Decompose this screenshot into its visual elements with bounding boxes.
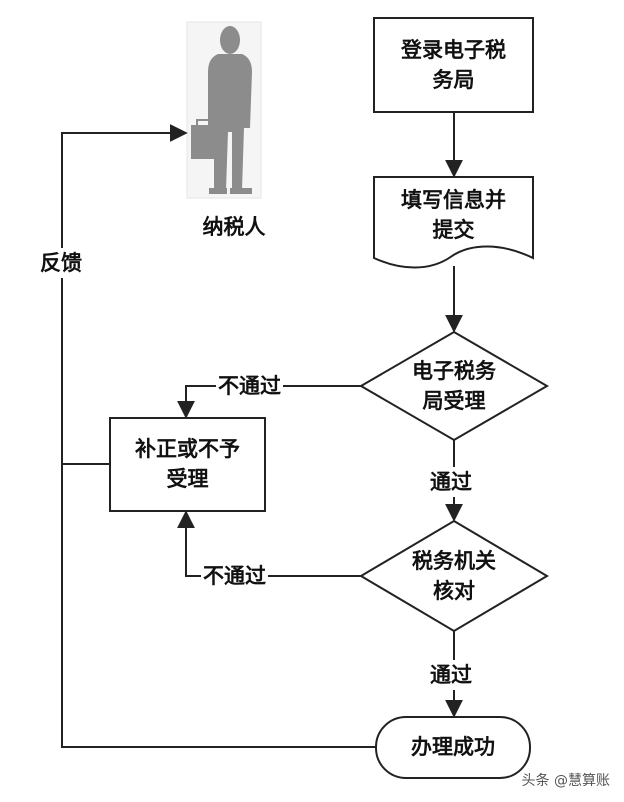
node-accept-line2: 局受理	[422, 389, 486, 413]
node-login-label: 登录电子税 务局	[374, 35, 533, 95]
node-accept-label: 电子税务 局受理	[374, 356, 534, 416]
edge-accept-reject	[177, 385, 361, 419]
edge-label-reject-verify: 不通过	[201, 561, 268, 591]
node-correct-line2: 受理	[166, 467, 209, 491]
node-verify-line1: 税务机关	[412, 549, 496, 573]
node-fill-shape	[373, 176, 534, 269]
node-login-line2: 务局	[432, 68, 475, 92]
edge-label-pass-accept: 通过	[428, 467, 474, 497]
node-success-label: 办理成功	[411, 735, 495, 759]
node-verify-label: 税务机关 核对	[374, 546, 534, 606]
taxpayer-label: 纳税人	[202, 215, 266, 239]
taxpayer-businessman-icon	[186, 21, 262, 199]
edge-verify-reject	[177, 510, 361, 577]
edge-label-feedback: 反馈	[38, 248, 84, 278]
node-correct-label: 补正或不予 受理	[110, 434, 265, 494]
edge-label-pass-verify: 通过	[428, 660, 474, 690]
edge-feedback-loop	[61, 124, 376, 748]
watermark: 头条 @慧算账	[521, 773, 610, 789]
node-login-line1: 登录电子税	[401, 38, 506, 62]
node-fill-label: 填写信息并 提交	[374, 185, 533, 245]
node-accept-line1: 电子税务	[412, 359, 496, 383]
node-verify-line2: 核对	[433, 579, 475, 603]
node-fill-line1: 填写信息并	[401, 188, 506, 212]
node-correct-line1: 补正或不予	[135, 437, 240, 461]
node-fill-line2: 提交	[432, 218, 475, 242]
edge-label-reject-accept: 不通过	[216, 371, 283, 401]
